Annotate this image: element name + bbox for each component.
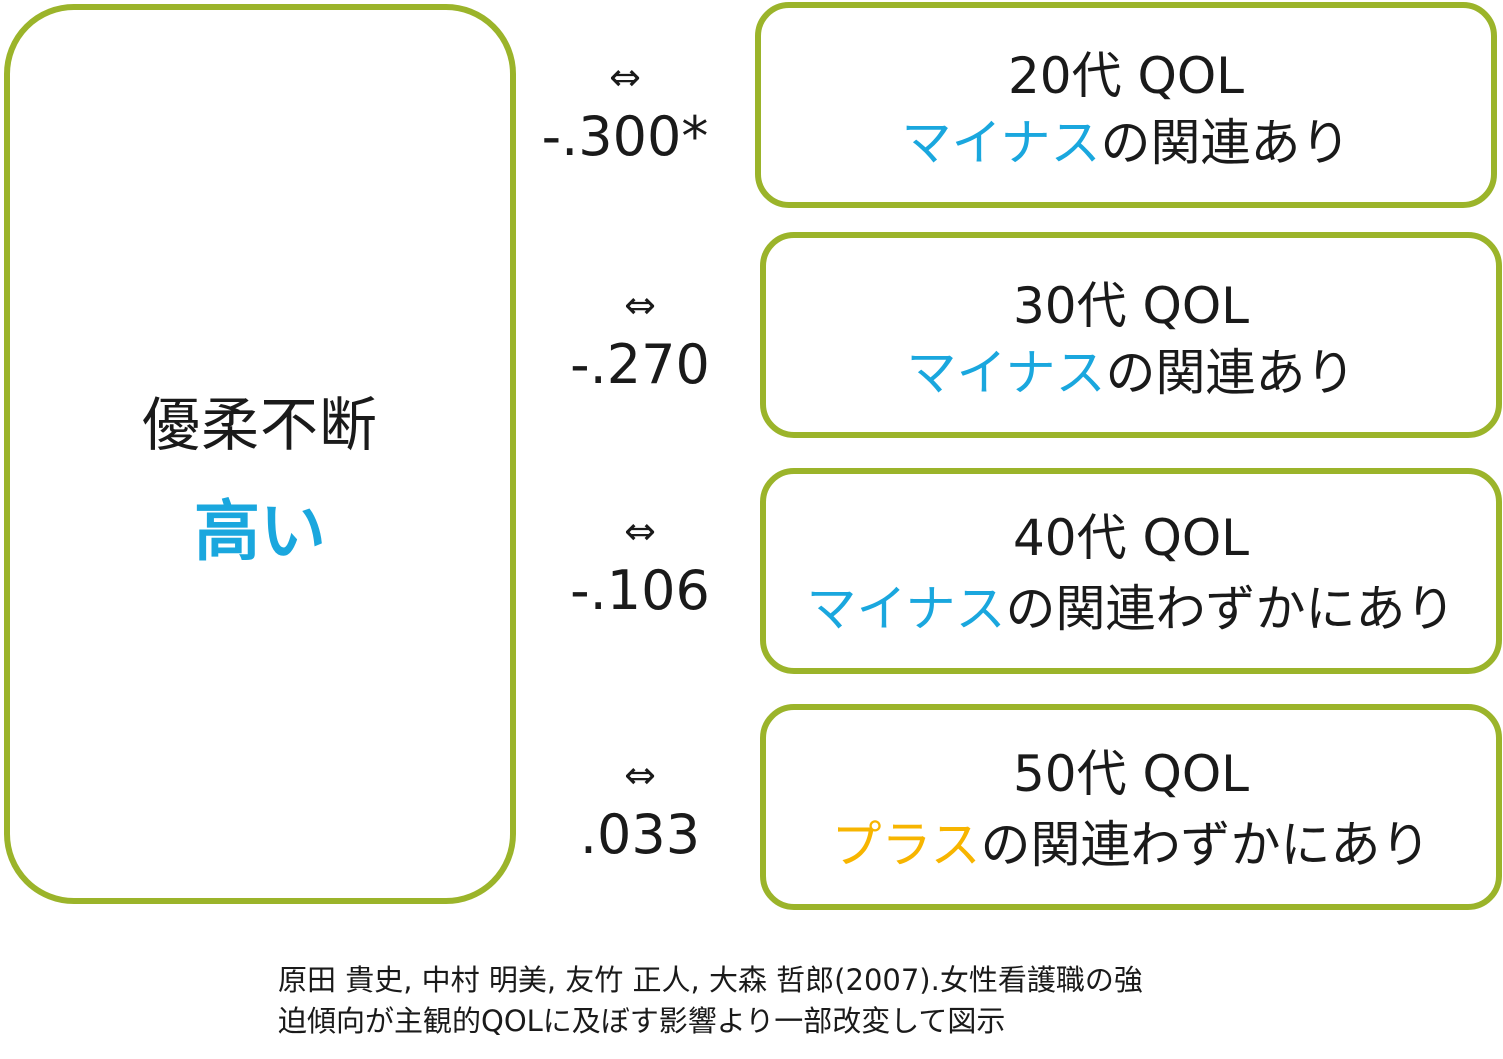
direction-minus: マイナス xyxy=(906,344,1106,402)
correlation-40s: ⇔ -.106 xyxy=(530,512,750,618)
correlation-value: -.270 xyxy=(570,333,710,396)
qol-30s-box: 30代 QOL マイナスの関連あり xyxy=(760,232,1502,438)
double-arrow-icon: ⇔ xyxy=(624,753,656,797)
citation: 原田 貴史, 中村 明美, 友竹 正人, 大森 哲郎(2007).女性看護職の強… xyxy=(278,960,1143,1042)
qol-age-label: 50代 QOL xyxy=(1012,745,1250,803)
qol-relation: マイナスの関連わずかにあり xyxy=(766,578,1496,640)
correlation-50s: ⇔ .033 xyxy=(530,756,750,862)
correlation-20s: ⇔ -.300* xyxy=(515,58,735,164)
qol-20s-box: 20代 QOL マイナスの関連あり xyxy=(755,2,1497,208)
relation-text: の関連わずかにあり xyxy=(980,816,1431,874)
relation-text: の関連あり xyxy=(1105,344,1356,402)
relation-text: の関連わずかにあり xyxy=(1005,580,1456,638)
direction-plus: プラス xyxy=(831,816,981,874)
qol-age-label: 40代 QOL xyxy=(1012,509,1250,567)
direction-minus: マイナス xyxy=(901,114,1101,172)
correlation-value: -.300* xyxy=(541,105,709,168)
indecisiveness-box xyxy=(4,4,516,904)
correlation-30s: ⇔ -.270 xyxy=(530,286,750,392)
relation-text: の関連あり xyxy=(1100,114,1351,172)
qol-50s-box: 50代 QOL プラスの関連わずかにあり xyxy=(760,704,1502,910)
correlation-value: .033 xyxy=(579,803,701,866)
double-arrow-icon: ⇔ xyxy=(609,55,641,99)
double-arrow-icon: ⇔ xyxy=(624,283,656,327)
indecisiveness-level: 高い xyxy=(194,493,326,570)
qol-relation: プラスの関連わずかにあり xyxy=(766,814,1496,876)
correlation-value: -.106 xyxy=(570,559,710,622)
qol-age-label: 20代 QOL xyxy=(1007,47,1245,105)
citation-line-1: 原田 貴史, 中村 明美, 友竹 正人, 大森 哲郎(2007).女性看護職の強 xyxy=(278,963,1143,997)
double-arrow-icon: ⇔ xyxy=(624,509,656,553)
qol-40s-box: 40代 QOL マイナスの関連わずかにあり xyxy=(760,468,1502,674)
citation-line-2: 迫傾向が主観的QOLに及ぼす影響より一部改変して図示 xyxy=(278,1004,1006,1038)
direction-minus: マイナス xyxy=(806,580,1006,638)
qol-age-label: 30代 QOL xyxy=(1012,277,1250,335)
qol-relation: マイナスの関連あり xyxy=(761,112,1491,174)
indecisiveness-label: 優柔不断 xyxy=(141,391,378,459)
qol-relation: マイナスの関連あり xyxy=(766,342,1496,404)
